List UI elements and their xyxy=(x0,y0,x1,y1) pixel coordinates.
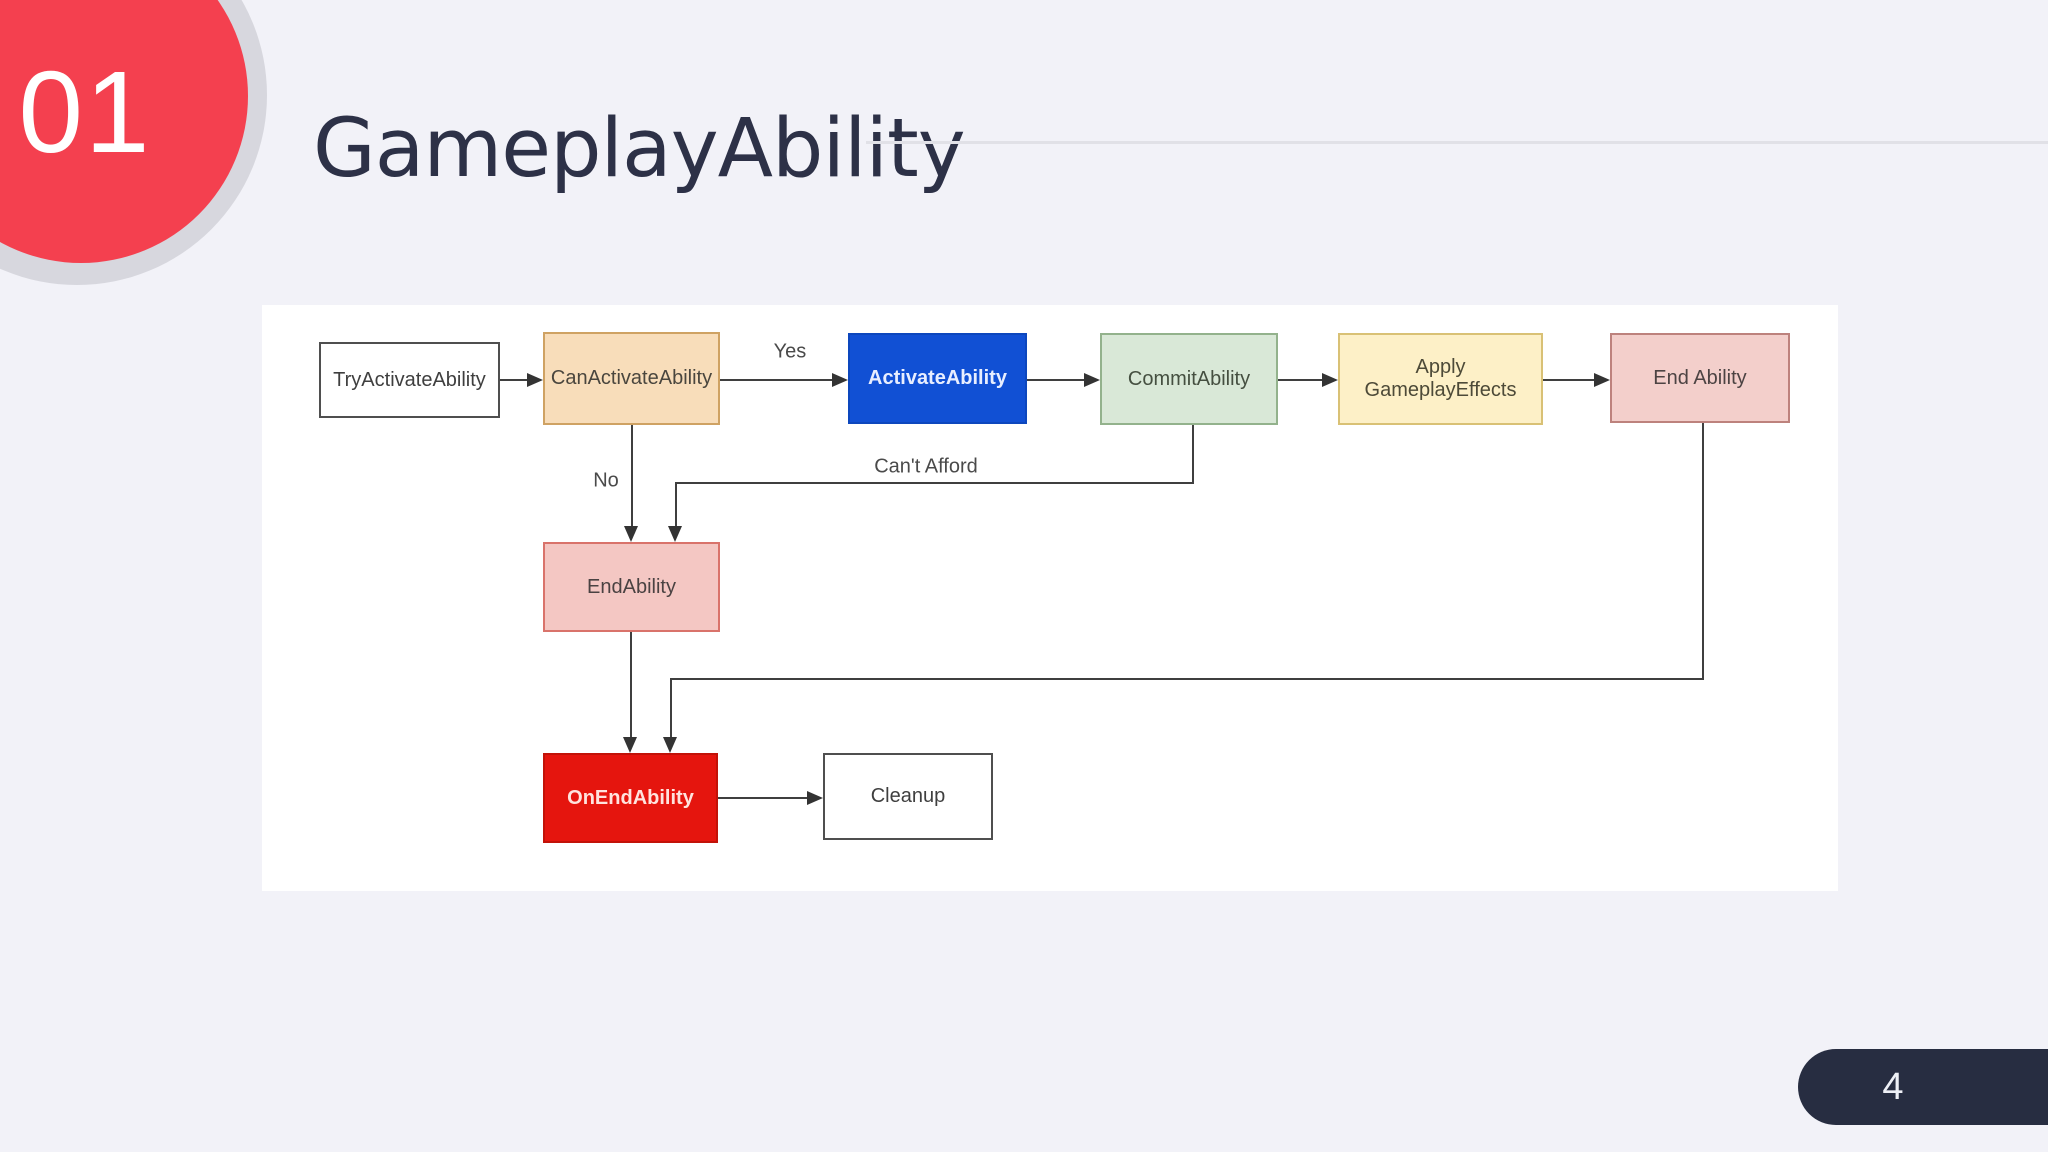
node-label: CommitAbility xyxy=(1127,367,1251,390)
section-number: 01 xyxy=(18,47,152,177)
arrowhead-icon xyxy=(623,737,637,753)
page-number-badge: 4 xyxy=(1798,1049,2048,1125)
edge-try-to-can xyxy=(500,379,538,381)
node-endability: EndAbility xyxy=(543,542,720,632)
arrowhead-icon xyxy=(663,737,677,753)
node-on-end-ability: OnEndAbility xyxy=(543,753,718,843)
page-title: GameplayAbility xyxy=(313,102,966,196)
edge-activate-to-commit xyxy=(1027,379,1086,381)
edge-endability-to-onend xyxy=(630,632,632,745)
arrowhead-icon xyxy=(832,373,848,387)
node-label: OnEndAbility xyxy=(567,786,694,809)
node-apply-gameplay-effects: Apply GameplayEffects xyxy=(1338,333,1543,425)
arrowhead-icon xyxy=(1594,373,1610,387)
edge-can-to-activate xyxy=(720,379,834,381)
arrowhead-icon xyxy=(807,791,823,805)
edge-cant-afford-down xyxy=(1192,425,1194,484)
edge-onend-to-cleanup xyxy=(718,797,807,799)
page-number: 4 xyxy=(1882,1065,1904,1108)
title-divider-line xyxy=(866,141,2048,144)
arrowhead-icon xyxy=(527,373,543,387)
node-label: EndAbility xyxy=(587,575,676,598)
edge-apply-to-endability2 xyxy=(1543,379,1596,381)
node-activate-ability: ActivateAbility xyxy=(848,333,1027,424)
node-cleanup: Cleanup xyxy=(823,753,993,840)
node-label: End Ability xyxy=(1653,366,1747,389)
arrowhead-icon xyxy=(1322,373,1338,387)
edge-commit-to-apply xyxy=(1278,379,1324,381)
edge-cant-afford-across xyxy=(675,482,1194,484)
node-end-ability: End Ability xyxy=(1610,333,1790,423)
node-try-activate-ability: TryActivateAbility xyxy=(319,342,500,418)
node-label: Apply GameplayEffects xyxy=(1364,356,1517,401)
edge-no-branch xyxy=(631,425,633,530)
edge-endability2-down xyxy=(1702,423,1704,680)
edge-endability2-into-onend xyxy=(670,678,672,737)
edge-label-yes: Yes xyxy=(773,340,807,363)
node-can-activate-ability: CanActivateAbility xyxy=(543,332,720,425)
arrowhead-icon xyxy=(1084,373,1100,387)
arrowhead-icon xyxy=(624,526,638,542)
diagram-panel xyxy=(262,305,1838,891)
arrowhead-icon xyxy=(668,526,682,542)
edge-cant-afford-into-endability xyxy=(675,482,677,528)
edge-label-cant-afford: Can't Afford xyxy=(874,455,978,478)
node-label: TryActivateAbility xyxy=(333,368,486,391)
node-label: CanActivateAbility xyxy=(550,367,713,389)
node-label: Cleanup xyxy=(870,785,946,807)
node-commit-ability: CommitAbility xyxy=(1100,333,1278,425)
edge-label-no: No xyxy=(593,469,619,492)
edge-endability2-across xyxy=(670,678,1704,680)
node-label: ActivateAbility xyxy=(868,367,1007,389)
